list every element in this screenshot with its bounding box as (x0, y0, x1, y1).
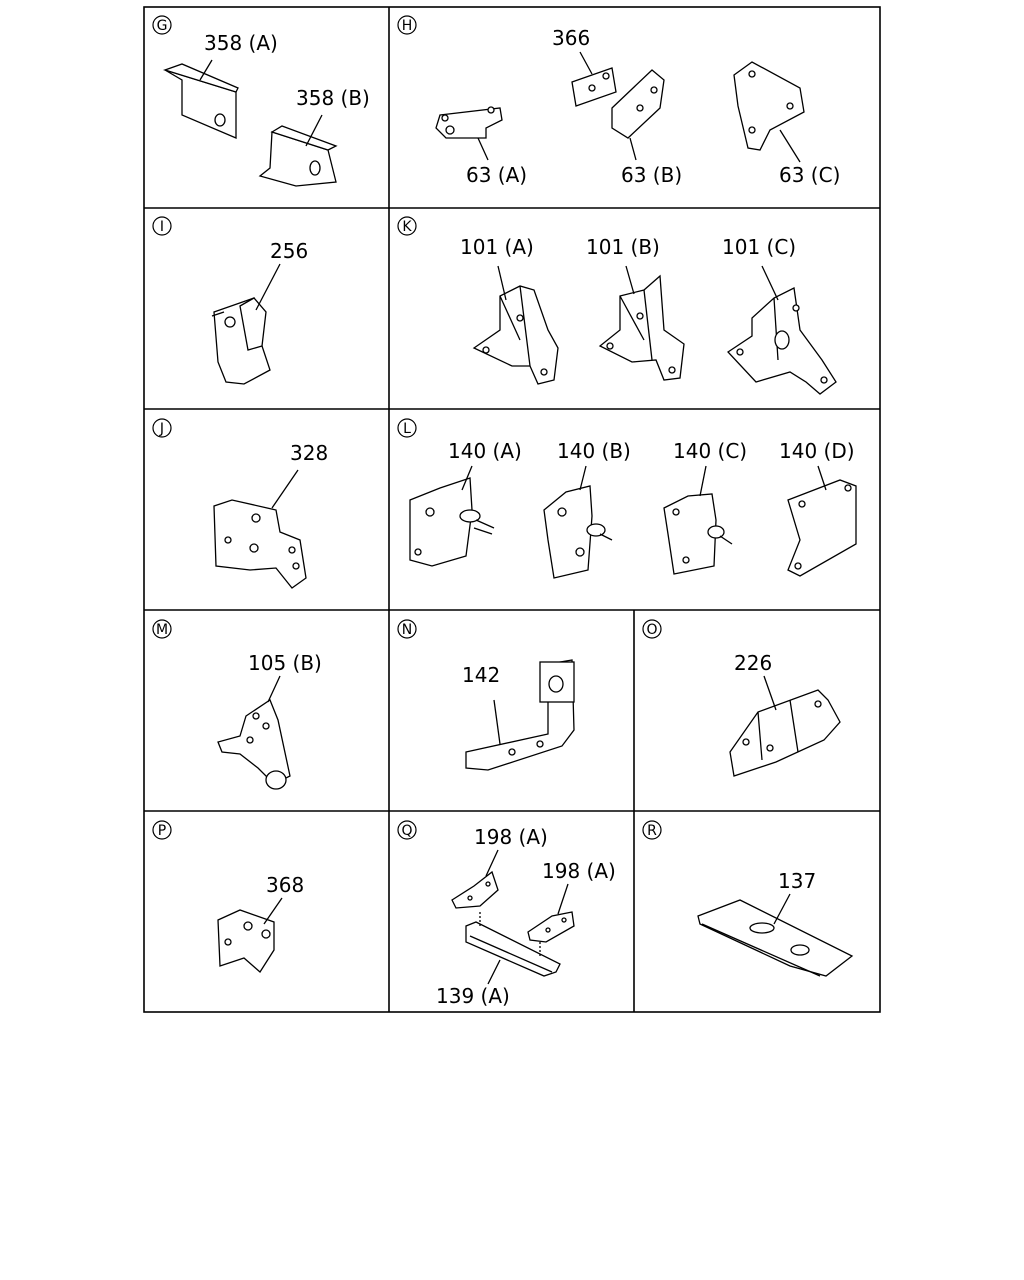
part-142-drawing (465, 659, 575, 771)
part-198a-left-drawing (451, 849, 499, 909)
panel-q: Q 198 (A) 198 (A) 139 (A) (397, 820, 616, 1008)
part-140b-drawing (543, 465, 613, 579)
part-256-drawing (211, 263, 281, 385)
panel-g: G 358 (A) 358 (B) (152, 15, 370, 187)
callout-101b: 101 (B) (586, 235, 660, 259)
part-140d-drawing (787, 465, 857, 577)
svg-text:P: P (158, 823, 166, 839)
panel-k: K 101 (A) 101 (B) 101 (C) (397, 216, 837, 395)
letter-badge-l: L (397, 418, 417, 438)
callout-63c: 63 (C) (779, 163, 840, 187)
panel-j: J 328 (152, 418, 328, 589)
callout-328: 328 (290, 441, 328, 465)
part-63a-drawing (435, 106, 503, 161)
callout-140c: 140 (C) (673, 439, 747, 463)
callout-366: 366 (552, 26, 590, 50)
svg-text:I: I (160, 219, 164, 235)
callout-63b: 63 (B) (621, 163, 682, 187)
panel-n: N 142 (397, 619, 575, 771)
panel-o: O 226 (642, 619, 841, 777)
letter-badge-o: O (642, 619, 662, 639)
part-140c-drawing (663, 465, 733, 575)
svg-text:H: H (402, 18, 413, 34)
callout-140d: 140 (D) (779, 439, 855, 463)
part-105b-drawing (217, 675, 291, 790)
part-368-drawing (217, 897, 283, 973)
svg-text:G: G (157, 18, 168, 34)
letter-badge-m: M (152, 619, 172, 639)
callout-198a-left: 198 (A) (474, 825, 548, 849)
letter-badge-k: K (397, 216, 417, 236)
grid (143, 6, 881, 1013)
letter-badge-g: G (152, 15, 172, 35)
letter-badge-n: N (397, 619, 417, 639)
callout-140a: 140 (A) (448, 439, 522, 463)
svg-text:J: J (159, 421, 164, 437)
callout-140b: 140 (B) (557, 439, 631, 463)
part-137-drawing (697, 893, 854, 977)
panel-r: R 137 (642, 820, 854, 977)
panel-m: M 105 (B) (152, 619, 322, 790)
callout-139a: 139 (A) (436, 984, 510, 1008)
svg-text:O: O (646, 622, 657, 638)
letter-badge-q: Q (397, 820, 417, 840)
panel-i: I 256 (152, 216, 308, 385)
svg-text:L: L (403, 421, 411, 437)
part-358a-drawing (162, 59, 239, 139)
part-101b-drawing (598, 265, 685, 381)
callout-101c: 101 (C) (722, 235, 796, 259)
letter-badge-p: P (152, 820, 172, 840)
svg-text:R: R (647, 823, 657, 839)
panel-h: H 366 63 (A) 63 (B) 63 (C) (397, 15, 840, 187)
part-63b-drawing (611, 69, 665, 161)
part-226-drawing (729, 675, 841, 777)
part-139a-drawing (465, 912, 561, 985)
callout-358b: 358 (B) (296, 86, 370, 110)
callout-256: 256 (270, 239, 308, 263)
letter-badge-j: J (152, 418, 172, 438)
part-140a-drawing (409, 465, 495, 567)
panel-p: P 368 (152, 820, 304, 973)
svg-text:N: N (402, 622, 412, 638)
callout-368: 368 (266, 873, 304, 897)
callout-105b: 105 (B) (248, 651, 322, 675)
callout-358a: 358 (A) (204, 31, 278, 55)
svg-text:Q: Q (401, 823, 412, 839)
letter-badge-r: R (642, 820, 662, 840)
part-358b-drawing (258, 114, 338, 187)
part-198a-right-drawing (527, 883, 575, 943)
svg-text:M: M (156, 622, 168, 638)
callout-63a: 63 (A) (466, 163, 527, 187)
letter-badge-i: I (152, 216, 172, 236)
callout-101a: 101 (A) (460, 235, 534, 259)
callout-142: 142 (462, 663, 500, 687)
callout-226: 226 (734, 651, 772, 675)
part-366-drawing (571, 51, 617, 107)
part-328-drawing (213, 469, 307, 589)
svg-text:K: K (402, 219, 412, 235)
part-101a-drawing (472, 265, 559, 385)
letter-badge-h: H (397, 15, 417, 35)
panel-l: L 140 (A) 140 (B) 140 (C) 140 (D) (397, 418, 857, 579)
callout-137: 137 (778, 869, 816, 893)
callout-198a-right: 198 (A) (542, 859, 616, 883)
part-63c-drawing (733, 61, 805, 163)
part-101c-drawing (727, 265, 837, 395)
